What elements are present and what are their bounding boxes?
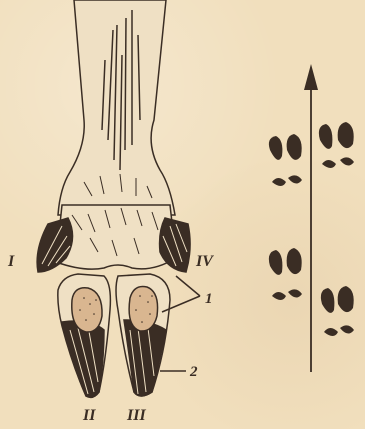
callout-2-label: 2 — [189, 364, 198, 380]
direction-arrow-head — [304, 64, 318, 90]
pad-left — [72, 288, 102, 332]
callout-1-label: 1 — [205, 291, 213, 307]
label-digit-II: II — [82, 407, 96, 424]
track-print-top-right — [319, 122, 354, 168]
hoof-left-wall — [62, 321, 104, 397]
tracks-illustration — [269, 64, 354, 372]
label-digit-IV: IV — [195, 253, 214, 270]
label-digit-I: I — [7, 253, 15, 270]
track-print-top-left — [269, 134, 302, 186]
label-digit-III: III — [126, 407, 146, 424]
track-print-bottom-left — [269, 248, 302, 300]
pad-right — [129, 286, 157, 331]
joint-block — [56, 205, 176, 269]
track-print-bottom-right — [321, 286, 354, 336]
hoof-skeleton-illustration — [37, 0, 200, 397]
callout-1-line-b — [176, 276, 200, 296]
